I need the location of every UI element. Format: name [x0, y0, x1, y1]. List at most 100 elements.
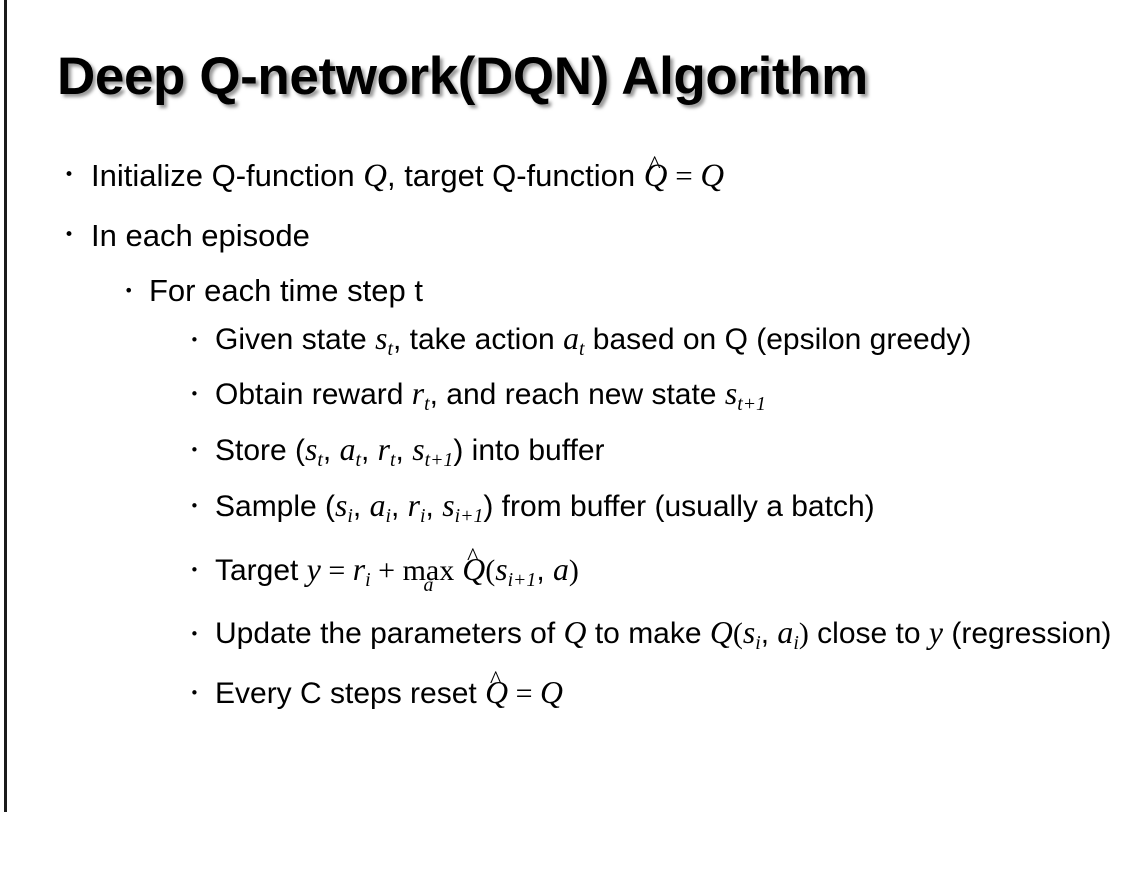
bullet-text: Update the parameters of Q to make Q(si,… — [215, 611, 1124, 665]
slide-left-rule — [4, 0, 7, 812]
math-var-r: r — [407, 487, 421, 523]
text-fragment: Sample ( — [215, 489, 336, 523]
math-var-q-hat: ^Q — [644, 147, 668, 206]
math-var-s: s — [375, 321, 388, 356]
math-subscript: i+1 — [454, 504, 484, 527]
text-fragment: , — [360, 433, 378, 467]
bullet-item-reset-target-network: • Every C steps reset ^Q = Q — [0, 665, 1124, 722]
math-var-q-hat: ^Q — [462, 539, 485, 601]
math-subscript: t — [424, 392, 430, 415]
bullet-marker: • — [190, 560, 199, 579]
math-subscript: i+1 — [507, 568, 537, 591]
bullet-marker: • — [64, 165, 75, 185]
math-var-q2: Q — [709, 614, 733, 650]
bullet-marker: • — [190, 624, 199, 643]
math-q-of-s-a: Q(si, ai) — [709, 614, 809, 654]
bullet-item-sample-batch: • Sample (si, ai, ri, si+1) from buffer … — [0, 483, 1124, 539]
bullet-text: Every C steps reset ^Q = Q — [215, 665, 1124, 722]
math-var-a: a — [339, 431, 356, 467]
math-subscript: i — [385, 504, 392, 527]
text-fragment: , — [395, 433, 413, 467]
math-paren-open: ( — [485, 553, 496, 587]
math-subscript: t — [390, 448, 396, 471]
math-var-a: a — [552, 551, 569, 587]
max-underset-variable: a — [423, 573, 434, 596]
math-tuple-r: rt — [377, 431, 396, 471]
math-plus: + — [370, 553, 403, 587]
bullet-marker: • — [190, 683, 199, 702]
math-subscript: t — [387, 337, 393, 360]
math-var-a: a — [563, 321, 579, 356]
math-var-q-hat: ^Q — [485, 665, 508, 721]
bullet-item-given-state: • Given state st, take action at based o… — [0, 317, 1124, 371]
math-var-s: s — [305, 431, 318, 467]
text-fragment: , take action — [392, 323, 564, 356]
bullet-text: In each episode — [91, 218, 310, 253]
math-tuple-s-next: si+1 — [442, 487, 483, 527]
text-fragment: Update the parameters of — [215, 616, 564, 650]
math-var-s: s — [442, 487, 455, 523]
math-var-q: Q — [539, 674, 563, 710]
math-equals: = — [667, 158, 701, 193]
bullet-marker: • — [190, 331, 199, 349]
hat-accent: ^ — [648, 150, 661, 180]
bullet-marker: • — [190, 384, 199, 403]
bullet-item-in-each-episode: • In each episode — [0, 206, 1124, 265]
text-fragment: to make — [586, 616, 710, 650]
math-paren-close: ) — [798, 616, 809, 650]
math-tuple-a: at — [339, 431, 361, 471]
math-var-s: s — [412, 431, 425, 467]
math-q-base: Q — [643, 158, 668, 194]
bullet-text: Obtain reward rt, and reach new state st… — [215, 371, 1124, 427]
hat-accent: ^ — [489, 667, 502, 695]
bullet-item-obtain-reward: • Obtain reward rt, and reach new state … — [0, 371, 1124, 427]
text-fragment: ) from buffer (usually a batch) — [483, 489, 875, 523]
math-var-a: a — [369, 487, 386, 523]
math-var-s: s — [742, 614, 756, 650]
math-var-r: r — [411, 375, 425, 411]
math-subscript: t — [317, 448, 323, 471]
text-fragment: Every C steps reset — [215, 676, 486, 710]
math-var-s: s — [335, 487, 348, 523]
text-fragment: , and reach new state — [429, 377, 725, 411]
math-reward-r-t: rt — [411, 375, 430, 415]
math-tuple-s: st — [305, 431, 323, 471]
bullet-item-update-parameters: • Update the parameters of Q to make Q(s… — [0, 611, 1124, 665]
math-subscript: t — [578, 337, 585, 360]
subscript-text: t+1 — [737, 392, 766, 415]
bullet-text: Store (st, at, rt, st+1) into buffer — [215, 427, 1124, 483]
math-var-r: r — [377, 431, 391, 467]
math-action-a-t: at — [563, 321, 584, 360]
text-fragment: Obtain reward — [215, 377, 412, 411]
math-subscript: i — [755, 631, 761, 654]
math-state-s-t: st — [375, 321, 393, 360]
math-q-base: Q — [462, 551, 486, 587]
bullet-text: Initialize Q-function Q, target Q-functi… — [91, 146, 1124, 206]
bullet-text: For each time step t — [149, 273, 423, 308]
max-label: max — [402, 553, 455, 587]
math-subscript: t+1 — [737, 393, 766, 415]
slide-title: Deep Q-network(DQN) Algorithm — [57, 47, 868, 106]
bullet-marker: • — [190, 440, 199, 459]
math-reward-r-i: ri — [352, 551, 371, 591]
text-fragment: , — [391, 489, 408, 523]
math-subscript: t — [355, 448, 361, 471]
math-equals: = — [320, 553, 353, 587]
math-equals: = — [508, 676, 540, 710]
bullet-marker: • — [190, 496, 199, 515]
math-state-s-t1: st+1 — [725, 376, 766, 415]
bullet-item-store-transition: • Store (st, at, rt, st+1) into buffer — [0, 427, 1124, 483]
slide-body: • Initialize Q-function Q, target Q-func… — [0, 146, 1124, 722]
math-state-s-i1: si+1 — [495, 552, 536, 591]
math-var-q: Q — [563, 614, 587, 650]
math-var-r: r — [352, 551, 366, 587]
text-fragment: , — [760, 616, 778, 650]
bullet-item-for-each-time-step: • For each time step t — [0, 265, 1124, 317]
text-fragment: (regression) — [943, 616, 1112, 650]
math-q-base: Q — [485, 674, 509, 710]
text-fragment: based on Q (epsilon greedy) — [584, 323, 972, 356]
